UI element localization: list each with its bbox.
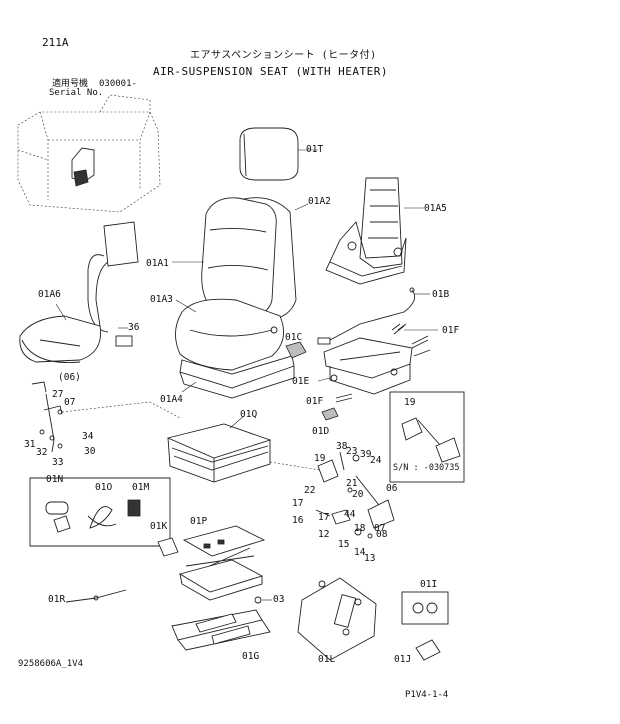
label-01Q: 01Q bbox=[240, 409, 258, 420]
serial-inset-box bbox=[389, 391, 465, 483]
part-01C bbox=[285, 341, 307, 359]
label-01L: 01L bbox=[318, 654, 336, 665]
label-18: 18 bbox=[354, 523, 366, 534]
label-01P: 01P bbox=[190, 516, 208, 527]
label-22: 22 bbox=[304, 485, 316, 496]
headrest bbox=[239, 127, 299, 181]
seat-heater bbox=[19, 221, 139, 363]
label-36: 36 bbox=[128, 322, 140, 333]
label-01F-top: 01F bbox=[442, 325, 460, 336]
parts-box-01I bbox=[401, 591, 449, 625]
cushion-base bbox=[179, 355, 295, 399]
label-01A3: 01A3 bbox=[150, 294, 173, 305]
label-01C: 01C bbox=[285, 332, 303, 343]
document-number: 9258606A_1V4 bbox=[18, 659, 84, 669]
label-19-inset: 19 bbox=[404, 397, 416, 408]
label-01R: 01R bbox=[48, 594, 66, 605]
label-32: 32 bbox=[36, 447, 48, 458]
label-20: 20 bbox=[352, 489, 364, 500]
seat-back bbox=[201, 197, 297, 321]
label-16: 16 bbox=[292, 515, 304, 526]
label-23: 23 bbox=[346, 446, 358, 457]
label-01I: 01I bbox=[420, 579, 438, 590]
title-japanese: エアサスペンションシート (ヒータ付) bbox=[190, 50, 377, 61]
seat-frame bbox=[325, 177, 407, 285]
page-code: 211A bbox=[42, 36, 69, 49]
label-01A4: 01A4 bbox=[160, 394, 183, 405]
damper-box bbox=[297, 577, 377, 661]
slide-rail bbox=[323, 337, 413, 395]
label-38: 38 bbox=[336, 441, 348, 452]
serial-inset-text: S/N : -030735 bbox=[393, 463, 460, 473]
label-15: 15 bbox=[338, 539, 350, 550]
label-01A6: 01A6 bbox=[38, 289, 61, 300]
label-31: 31 bbox=[24, 439, 36, 450]
label-07-right: 07 bbox=[374, 523, 386, 534]
serial-label-english: Serial No. bbox=[49, 88, 104, 98]
serial-value: 030001- bbox=[99, 79, 137, 89]
base-plate bbox=[171, 596, 271, 651]
label-01E: 01E bbox=[292, 376, 310, 387]
label-14: 14 bbox=[354, 547, 366, 558]
lever-assembly-right bbox=[315, 451, 395, 539]
lever-assembly-left bbox=[31, 381, 63, 453]
label-34: 34 bbox=[82, 431, 94, 442]
label-06: 06 bbox=[386, 483, 398, 494]
label-01K: 01K bbox=[150, 521, 168, 532]
label-01T: 01T bbox=[306, 144, 324, 155]
serial-label-japanese: 適用号機 bbox=[52, 79, 89, 89]
label-19: 19 bbox=[314, 453, 326, 464]
label-08: 08 bbox=[376, 529, 388, 540]
label-39: 39 bbox=[360, 449, 372, 460]
label-12: 12 bbox=[318, 529, 330, 540]
switch-01K bbox=[157, 537, 179, 557]
label-44: 44 bbox=[344, 509, 356, 520]
label-03: 03 bbox=[273, 594, 285, 605]
label-01F-lower: 01F bbox=[306, 396, 324, 407]
knob-01J bbox=[415, 639, 441, 661]
cable-01R bbox=[65, 589, 127, 603]
label-06-paren: (06) bbox=[58, 372, 81, 383]
label-01A5: 01A5 bbox=[424, 203, 447, 214]
label-01B: 01B bbox=[432, 289, 450, 300]
seat-cushion bbox=[175, 298, 285, 371]
label-01O: 01O bbox=[95, 482, 113, 493]
spring-01F-lower bbox=[335, 393, 353, 403]
label-01A1: 01A1 bbox=[146, 258, 169, 269]
page-reference: P1V4-1-4 bbox=[405, 690, 449, 700]
label-01G: 01G bbox=[242, 651, 260, 662]
cab-thumbnail bbox=[17, 94, 161, 213]
label-24: 24 bbox=[370, 455, 382, 466]
suspension-box bbox=[166, 423, 272, 483]
label-30: 30 bbox=[84, 446, 96, 457]
label-01N: 01N bbox=[46, 474, 64, 485]
scissor-mechanism bbox=[178, 525, 266, 601]
springs-01F bbox=[391, 323, 431, 357]
label-17-lower: 17 bbox=[318, 512, 330, 523]
cable-01B bbox=[317, 287, 416, 345]
label-33: 33 bbox=[52, 457, 64, 468]
label-01J: 01J bbox=[394, 654, 412, 665]
label-07-left: 07 bbox=[64, 397, 76, 408]
label-01M: 01M bbox=[132, 482, 150, 493]
label-21: 21 bbox=[346, 478, 358, 489]
label-13: 13 bbox=[364, 553, 376, 564]
label-17-upper: 17 bbox=[292, 498, 304, 509]
title-english: AIR-SUSPENSION SEAT (WITH HEATER) bbox=[153, 65, 389, 78]
part-01D bbox=[321, 407, 339, 421]
label-01D: 01D bbox=[312, 426, 330, 437]
label-01A2: 01A2 bbox=[308, 196, 331, 207]
label-27: 27 bbox=[52, 389, 64, 400]
